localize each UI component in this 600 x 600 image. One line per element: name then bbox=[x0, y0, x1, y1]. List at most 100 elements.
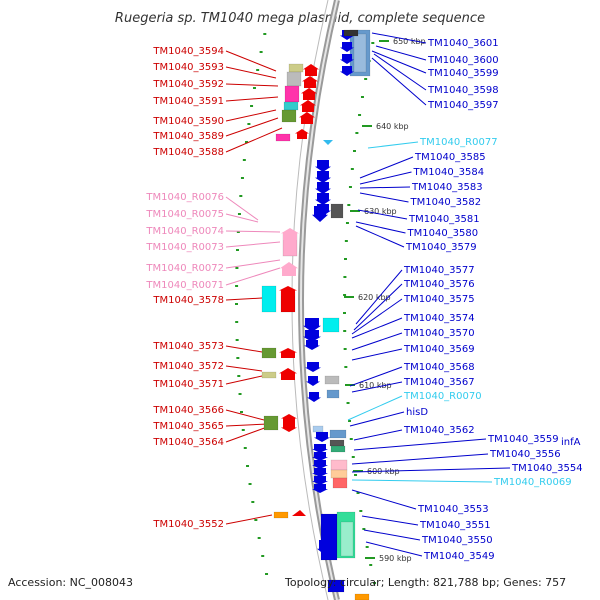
gene-arrow-forward bbox=[281, 414, 297, 424]
left-gene-label: TM1040_3572 bbox=[152, 361, 224, 372]
right-gene-label: TM1040_3585 bbox=[414, 152, 486, 163]
left-leader-line bbox=[225, 375, 263, 385]
right-gene-label: TM1040_3567 bbox=[403, 377, 475, 388]
right-leader-line bbox=[355, 221, 406, 234]
right-leader-line bbox=[359, 186, 411, 189]
gene-block bbox=[288, 63, 304, 73]
map-title: Ruegeria sp. TM1040 mega plasmid, comple… bbox=[115, 11, 485, 26]
gene-block bbox=[343, 29, 359, 37]
left-gene-label: TM1040_3565 bbox=[152, 421, 224, 432]
right-leader-line bbox=[365, 541, 423, 557]
gene-arrow-reverse bbox=[340, 54, 354, 64]
left-gene-label: TM1040_R0073 bbox=[145, 242, 224, 253]
gene-arrow-forward bbox=[281, 228, 299, 240]
gene-arrow-reverse bbox=[315, 171, 331, 183]
right-leader-line bbox=[357, 209, 408, 220]
right-gene-label: TM1040_3556 bbox=[489, 449, 561, 460]
left-leader-line bbox=[225, 196, 259, 221]
gene-block bbox=[275, 133, 291, 142]
right-gene-label: TM1040_3551 bbox=[419, 520, 491, 531]
left-gene-label: TM1040_3593 bbox=[152, 62, 224, 73]
gene-arrow-reverse bbox=[303, 330, 321, 342]
right-gene-label: TM1040_3576 bbox=[403, 279, 475, 290]
left-leader-line bbox=[225, 50, 277, 72]
right-gene-label: TM1040_3577 bbox=[403, 265, 475, 276]
gene-block bbox=[330, 469, 348, 479]
left-leader-line bbox=[225, 96, 279, 102]
right-leader-line bbox=[355, 225, 405, 248]
gene-block bbox=[340, 521, 354, 557]
gene-arrow-forward bbox=[292, 510, 306, 516]
gene-arrow-forward bbox=[303, 64, 319, 76]
gene-arrow-reverse bbox=[312, 452, 328, 461]
right-gene-label: TM1040_R0069 bbox=[493, 477, 572, 488]
left-leader-line bbox=[225, 109, 277, 122]
gene-arrow-forward bbox=[300, 100, 316, 112]
right-gene-label: TM1040_3580 bbox=[407, 228, 479, 239]
gene-arrow-reverse bbox=[312, 444, 328, 453]
right-leader-line bbox=[359, 171, 412, 185]
gene-block bbox=[330, 203, 344, 219]
left-leader-line bbox=[225, 267, 281, 286]
right-leader-line bbox=[351, 298, 403, 335]
gene-arrow-forward bbox=[301, 88, 317, 100]
right-gene-label: TM1040_3553 bbox=[417, 504, 489, 515]
right-leader-line bbox=[351, 381, 403, 393]
kbp-tick-label: 590 kbp bbox=[379, 554, 412, 563]
left-leader-line bbox=[225, 297, 263, 301]
left-leader-line bbox=[225, 345, 263, 353]
topology-text: Topology: circular; Length: 821,788 bp; … bbox=[284, 576, 566, 589]
left-gene-label: TM1040_3589 bbox=[152, 131, 224, 142]
left-leader-line bbox=[225, 514, 273, 525]
right-leader-line bbox=[361, 515, 419, 526]
right-leader-line bbox=[351, 489, 417, 510]
gene-arrow-reverse bbox=[305, 362, 321, 372]
left-gene-label: TM1040_R0072 bbox=[145, 263, 224, 274]
right-gene-label: hisD bbox=[406, 407, 428, 418]
gene-features bbox=[261, 29, 371, 600]
gene-block bbox=[273, 511, 289, 519]
right-gene-label: TM1040_3584 bbox=[413, 167, 485, 178]
right-gene-label: TM1040_3598 bbox=[427, 85, 499, 96]
gene-block bbox=[286, 71, 302, 87]
right-leader-line bbox=[351, 348, 403, 361]
gene-arrow-forward bbox=[295, 129, 309, 139]
gene-arrow-reverse bbox=[315, 160, 331, 172]
left-gene-label: TM1040_3573 bbox=[152, 341, 224, 352]
right-gene-label: TM1040_3597 bbox=[427, 100, 499, 111]
right-leader-line bbox=[349, 366, 403, 387]
gene-arrow-forward bbox=[302, 76, 318, 88]
gene-block bbox=[261, 371, 277, 379]
right-leader-line bbox=[353, 283, 403, 331]
right-gene-label: TM1040_3574 bbox=[403, 313, 475, 324]
right-gene-label: TM1040_3554 bbox=[511, 463, 583, 474]
left-leader-line bbox=[225, 230, 281, 233]
left-gene-label: TM1040_R0076 bbox=[145, 192, 224, 203]
gene-block bbox=[353, 33, 367, 73]
right-gene-label: TM1040_3559 bbox=[487, 434, 559, 445]
right-gene-label: TM1040_3583 bbox=[411, 182, 483, 193]
right-gene-label: TM1040_3550 bbox=[421, 535, 493, 546]
right-gene-label: TM1040_3600 bbox=[427, 55, 499, 66]
right-leader-line bbox=[351, 467, 511, 473]
gene-arrow-reverse bbox=[314, 432, 330, 442]
right-leader-line bbox=[351, 332, 403, 351]
left-leader-line bbox=[225, 425, 271, 443]
gene-arrow-reverse bbox=[306, 376, 320, 386]
left-gene-label: TM1040_3552 bbox=[152, 519, 224, 530]
right-leader-line bbox=[373, 53, 427, 91]
gene-arrow-forward bbox=[279, 368, 297, 380]
left-leader-line bbox=[225, 66, 277, 79]
left-leader-line bbox=[225, 213, 259, 223]
right-leader-line bbox=[375, 45, 427, 61]
left-leader-line bbox=[225, 83, 279, 87]
left-gene-label: TM1040_3590 bbox=[152, 116, 224, 127]
left-leader-line bbox=[225, 365, 263, 372]
left-gene-label: TM1040_3588 bbox=[152, 147, 224, 158]
gene-arrow-reverse bbox=[317, 540, 335, 556]
right-leader-line bbox=[371, 50, 427, 74]
right-gene-label: infA bbox=[561, 437, 581, 448]
gene-block bbox=[329, 439, 345, 447]
right-gene-label: TM1040_3562 bbox=[403, 425, 475, 436]
